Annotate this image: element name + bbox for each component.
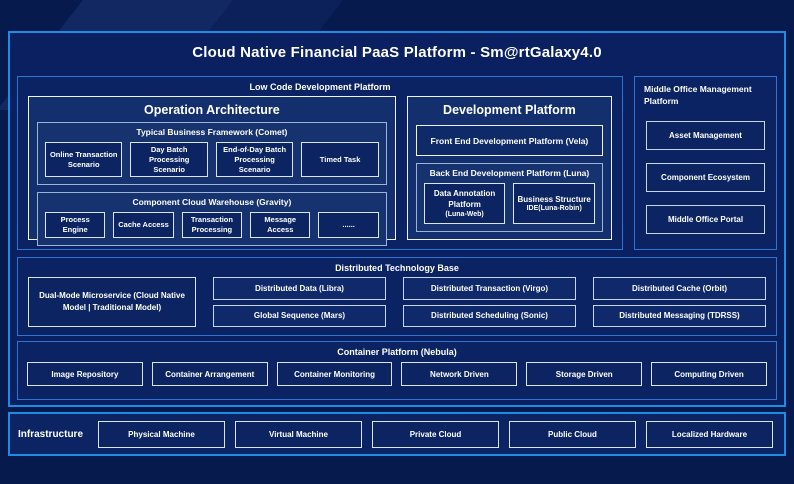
distributed-base-label: Distributed Technology Base <box>335 263 459 273</box>
operation-architecture-box: Operation Architecture Typical Business … <box>28 96 396 246</box>
node-distributed-data-libra: Distributed Data (Libra) <box>213 277 386 300</box>
node-distributed-scheduling-sonic: Distributed Scheduling (Sonic) <box>403 304 576 327</box>
distributed-technology-base-panel: Distributed Technology Base Dual-Mode Mi… <box>17 257 777 336</box>
node-label: Business Structure <box>517 194 591 204</box>
development-platform-box: Development Platform Front End Developme… <box>406 96 612 240</box>
back-end-development-platform-luna-group: Back End Development Platform (Luna) Dat… <box>415 163 603 232</box>
low-code-development-platform-panel: Low Code Development Platform Operation … <box>17 76 623 250</box>
node-component-ecosystem: Component Ecosystem <box>646 162 765 192</box>
distributed-column-2: Distributed Transaction (Virgo) Distribu… <box>403 277 576 327</box>
comet-leaf-row: Online Transaction Scenario Day Batch Pr… <box>45 142 379 178</box>
platform-diagram-frame: Cloud Native Financial PaaS Platform - S… <box>8 31 786 407</box>
node-message-access: Message Access <box>250 212 311 238</box>
node-localized-hardware: Localized Hardware <box>646 420 773 448</box>
node-virtual-machine: Virtual Machine <box>235 420 362 448</box>
node-ellipsis-more: ...... <box>318 212 379 238</box>
operation-architecture-header: Operation Architecture <box>144 103 280 117</box>
node-distributed-messaging-tdrss: Distributed Messaging (TDRSS) <box>593 304 766 327</box>
node-sublabel: (Luna-Web) <box>445 210 484 218</box>
node-process-engine: Process Engine <box>45 212 106 238</box>
middle-office-management-platform-panel: Middle Office Management Platform Asset … <box>634 76 777 250</box>
container-leaf-row: Image Repository Container Arrangement C… <box>18 361 776 386</box>
node-day-batch-processing-scenario: Day Batch Processing Scenario <box>130 142 208 178</box>
node-container-arrangement: Container Arrangement <box>151 362 268 386</box>
distributed-column-1: Distributed Data (Libra) Global Sequence… <box>213 277 386 327</box>
node-distributed-transaction-virgo: Distributed Transaction (Virgo) <box>403 277 576 300</box>
gravity-leaf-row: Process Engine Cache Access Transaction … <box>45 212 379 238</box>
page-title: Cloud Native Financial PaaS Platform - S… <box>192 44 602 61</box>
top-row: Low Code Development Platform Operation … <box>10 76 784 250</box>
comet-group-label: Typical Business Framework (Comet) <box>136 127 288 137</box>
middle-office-label: Middle Office Management Platform <box>644 84 752 106</box>
container-platform-nebula-panel: Container Platform (Nebula) Image Reposi… <box>17 341 777 400</box>
low-code-content-row: Operation Architecture Typical Business … <box>18 96 622 249</box>
node-sublabel: IDE(Luna-Robin) <box>526 205 582 213</box>
node-label: Data Annotation Platform <box>433 189 496 209</box>
node-end-of-day-batch-processing-scenario: End-of-Day Batch Processing Scenario <box>215 142 294 178</box>
container-platform-label: Container Platform (Nebula) <box>337 347 457 357</box>
infrastructure-panel: Infrastructure Physical Machine Virtual … <box>8 412 786 456</box>
gravity-group-label: Component Cloud Warehouse (Gravity) <box>132 197 292 208</box>
node-business-structure-ide-luna-robin: Business Structure IDE(Luna-Robin) <box>513 183 595 224</box>
typical-business-framework-comet-group: Typical Business Framework (Comet) Onlin… <box>37 122 387 186</box>
node-data-annotation-platform-luna-web: Data Annotation Platform (Luna-Web) <box>423 183 506 224</box>
development-platform-header: Development Platform <box>443 103 576 117</box>
node-distributed-cache-orbit: Distributed Cache (Orbit) <box>593 277 766 300</box>
node-global-sequence-mars: Global Sequence (Mars) <box>213 304 386 327</box>
node-storage-driven: Storage Driven <box>526 362 643 386</box>
node-image-repository: Image Repository <box>27 362 143 386</box>
node-cache-access: Cache Access <box>113 212 174 238</box>
node-network-driven: Network Driven <box>401 362 518 386</box>
node-middle-office-portal: Middle Office Portal <box>646 204 765 234</box>
node-online-transaction-scenario: Online Transaction Scenario <box>45 142 123 178</box>
infrastructure-label: Infrastructure <box>18 428 84 440</box>
node-private-cloud: Private Cloud <box>372 420 499 448</box>
node-timed-task: Timed Task <box>301 142 379 178</box>
node-front-end-development-platform-vela: Front End Development Platform (Vela) <box>415 125 603 156</box>
node-computing-driven: Computing Driven <box>651 362 767 386</box>
distributed-content-row: Dual-Mode Microservice (Cloud Native Mod… <box>18 277 776 335</box>
node-dual-mode-microservice: Dual-Mode Microservice (Cloud Native Mod… <box>28 277 196 327</box>
node-asset-management: Asset Management <box>646 120 765 150</box>
node-container-monitoring: Container Monitoring <box>276 362 393 386</box>
distributed-column-3: Distributed Cache (Orbit) Distributed Me… <box>593 277 766 327</box>
low-code-platform-label: Low Code Development Platform <box>249 82 391 92</box>
luna-leaf-row: Data Annotation Platform (Luna-Web) Busi… <box>423 183 595 224</box>
component-cloud-warehouse-gravity-group: Component Cloud Warehouse (Gravity) Proc… <box>37 192 387 246</box>
luna-group-label: Back End Development Platform (Luna) <box>429 168 590 178</box>
node-public-cloud: Public Cloud <box>509 420 636 448</box>
node-transaction-processing: Transaction Processing <box>181 212 243 238</box>
node-physical-machine: Physical Machine <box>98 420 225 448</box>
